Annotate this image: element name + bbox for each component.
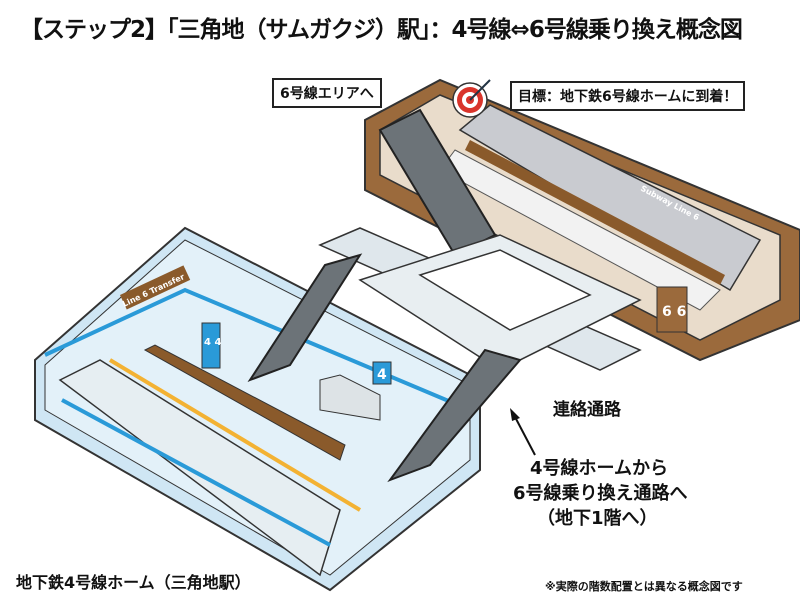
route-label-1: 4号線ホームから [530,458,668,479]
route-label-3: （地下1階へ） [537,508,658,529]
goal-callout: 目標：地下鉄6号線ホームに到着！ [510,81,746,111]
line4-platform-label: 地下鉄4号線ホーム（三角地駅） [16,573,251,592]
escalator-left [247,253,363,383]
line4-pillar-sign: 4 4 [204,337,221,348]
line4-pillar [201,322,221,369]
arrow-icon [510,408,536,456]
escalator-right [387,348,522,483]
passage-label: 連絡通路 [553,400,621,420]
line4-wall-sign-board [372,361,392,385]
page-title: 【ステップ2】「三角地（サムガクジ）駅」：4号線⇔6号線乗り換え概念図 [20,17,743,43]
escalator-upper [378,108,497,257]
connecting-passage [318,227,642,371]
target-icon [452,79,491,118]
vending-machines [319,374,381,421]
line6-platform-area: Subway Line 6 6 6 [364,78,800,362]
route-label-2: 6号線乗り換え通路へ [513,483,688,504]
line6-transfer-sign-board [119,265,191,310]
line4-wall-sign: 4 [377,367,387,383]
line4-platform-area: Line 6 Transfer 4 4 4 [34,226,481,592]
platform-edge-line [108,358,362,512]
line4-train [58,359,341,577]
direction-sign [143,344,346,461]
line6-pillar-sign: 6 6 [662,304,686,320]
note-label: ※実際の階数配置とは異なる概念図です [545,580,743,593]
line6-area-callout: 6号線エリアへ [272,78,382,108]
line6-pillar [656,286,688,333]
